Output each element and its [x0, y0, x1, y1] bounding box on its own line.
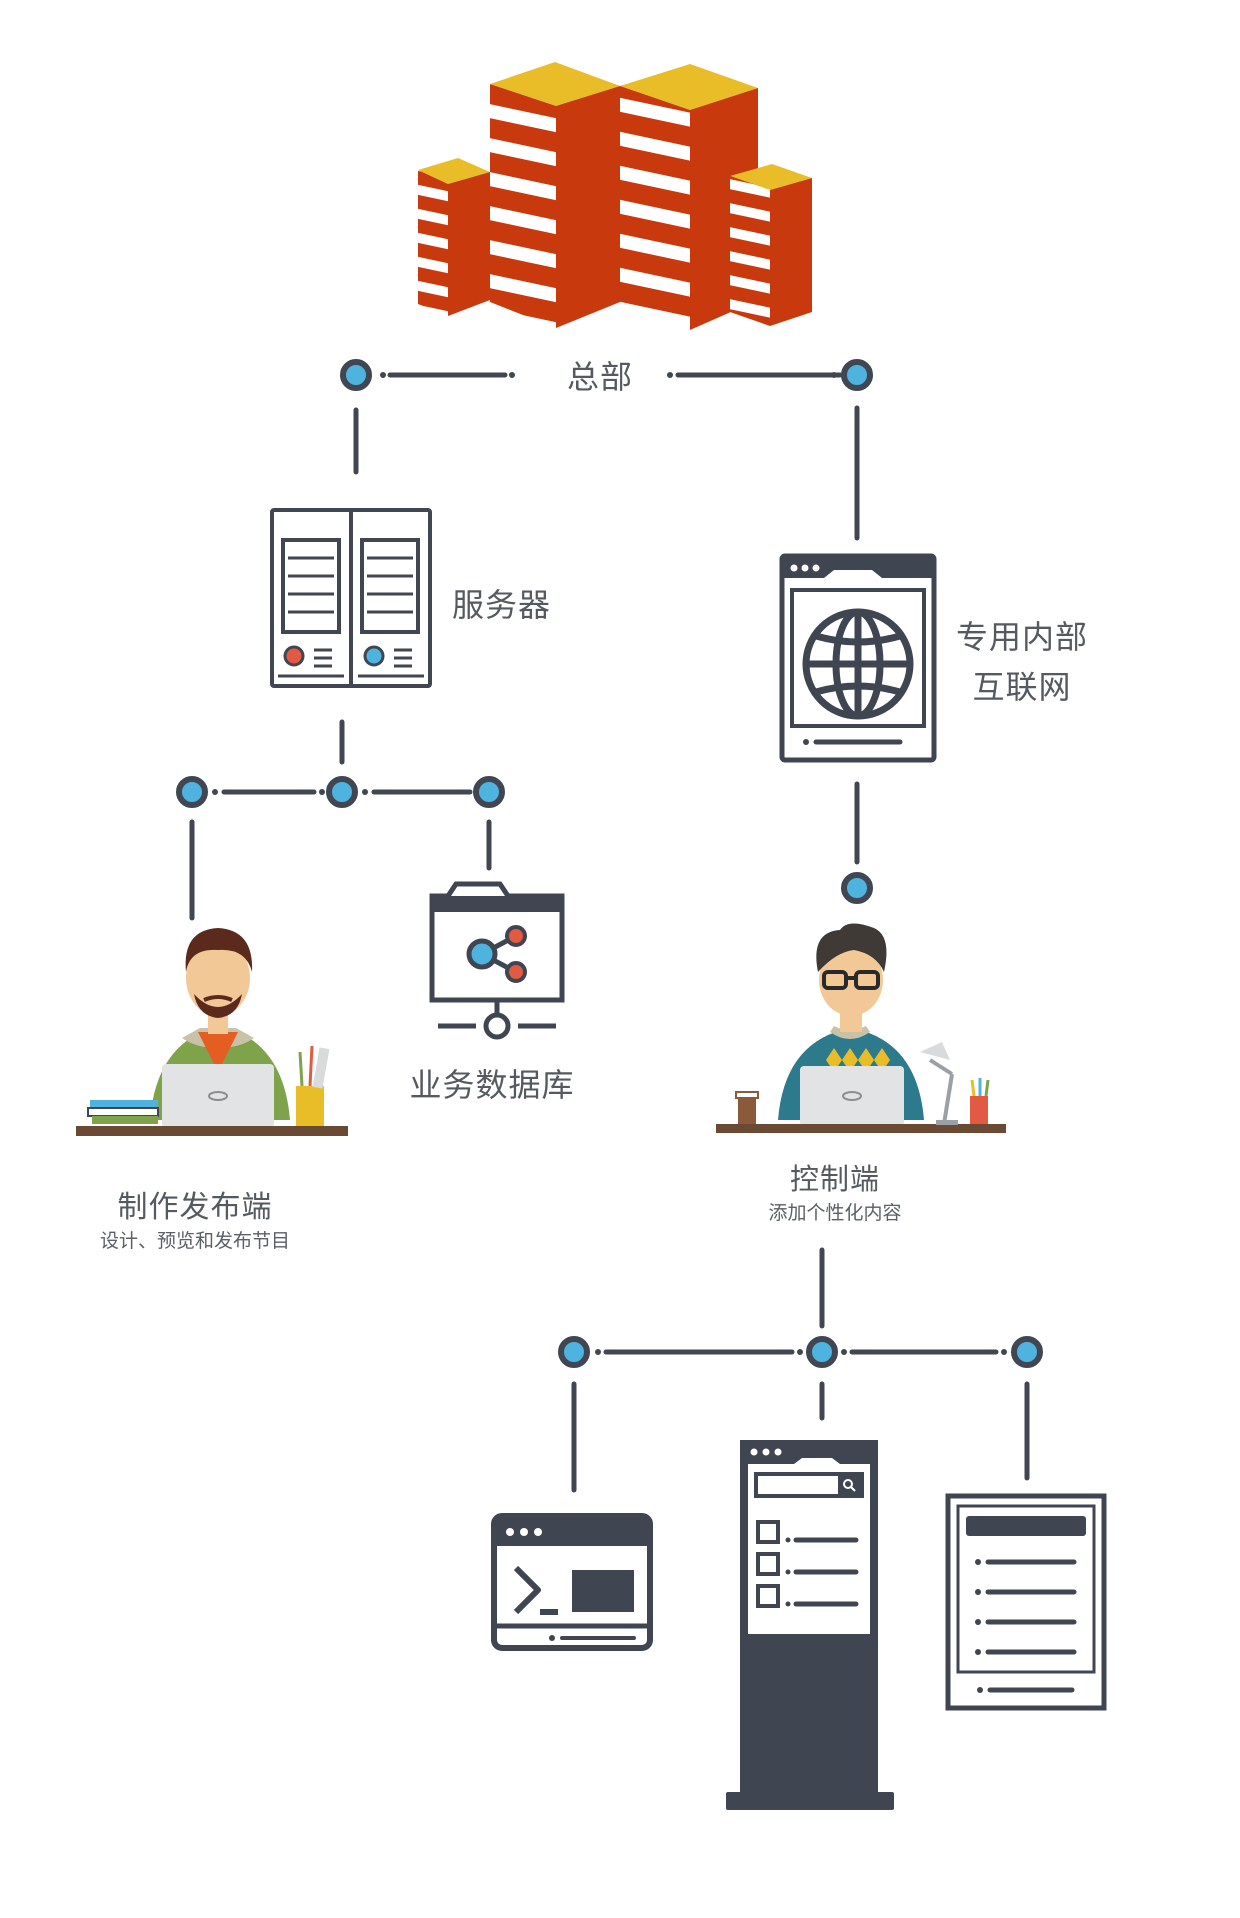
business-db-label: 业务数据库: [409, 1066, 575, 1104]
server-label: 服务器: [452, 586, 552, 624]
private-internet-label-line1: 专用内部: [955, 618, 1088, 656]
share-folder-icon: [429, 881, 565, 1040]
kiosk-screen-icon: [726, 1440, 894, 1810]
terminal-window-icon: [491, 1513, 653, 1651]
connection-nodes: [176, 359, 1043, 1368]
control-subtitle: 添加个性化内容: [768, 1202, 902, 1224]
office-buildings-icon: [418, 62, 812, 330]
document-list-icon: [945, 1493, 1107, 1711]
control-title: 控制端: [789, 1162, 880, 1196]
connector-dots: [212, 372, 1007, 1355]
connector-lines: [189, 372, 1030, 1493]
globe-browser-icon: [779, 553, 937, 763]
headquarters-label: 总部: [566, 358, 633, 396]
publisher-person-illustration: [76, 928, 348, 1136]
publisher-title: 制作发布端: [117, 1190, 273, 1225]
private-internet-label-line2: 互联网: [972, 668, 1072, 706]
publisher-subtitle: 设计、预览和发布节目: [99, 1230, 290, 1252]
control-person-illustration: [716, 923, 1006, 1133]
server-rack-icon: [270, 508, 432, 688]
